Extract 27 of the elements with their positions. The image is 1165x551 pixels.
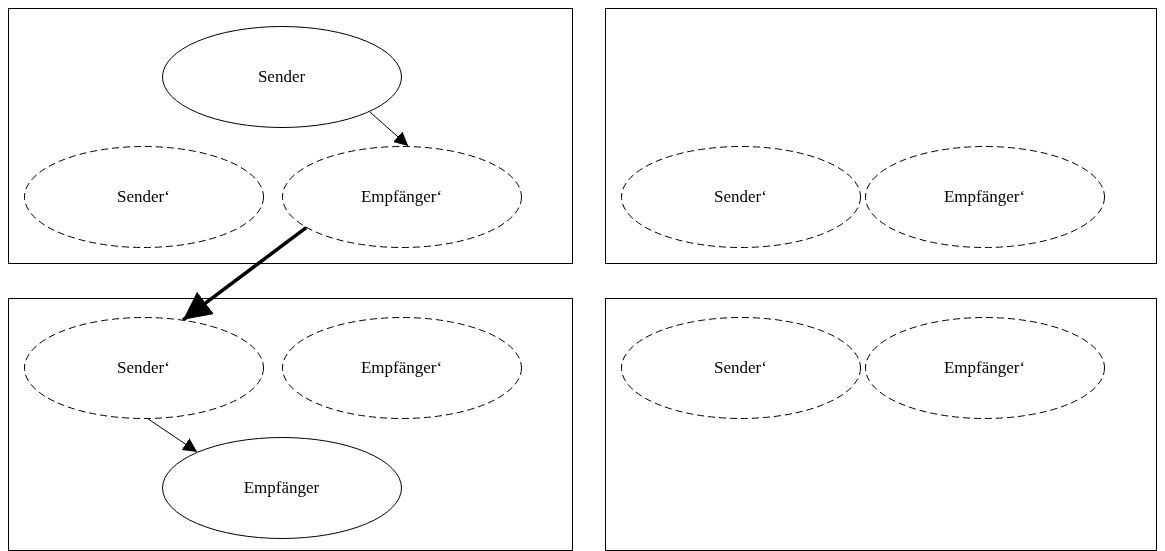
node-label: Sender‘ [117,186,170,207]
node-label: Empfänger‘ [360,186,443,207]
dashed-ellipse [23,145,264,248]
node-label: Empfänger‘ [360,357,443,378]
dashed-ellipse [620,316,861,419]
dashed-ellipse [620,145,861,248]
arrow [147,418,198,453]
node-label: Empfänger‘ [943,186,1026,207]
dashed-ellipse [864,145,1105,248]
panel-frame [605,8,1157,264]
node-label: Sender‘ [714,186,767,207]
dashed-ellipse [281,316,522,419]
panel-frame [8,298,573,551]
node-label: Empfänger [243,477,320,498]
dashed-ellipse [864,316,1105,419]
panel-frame [8,8,573,264]
ellipse [161,436,402,539]
dashed-ellipse [23,316,264,419]
arrow [182,226,308,322]
ellipse [161,25,402,128]
panel-frame [605,298,1157,551]
node-label: Sender‘ [117,357,170,378]
arrow [369,111,409,147]
node-label: Empfänger‘ [943,357,1026,378]
dashed-ellipse [281,145,522,248]
node-label: Sender [257,66,306,87]
node-label: Sender‘ [714,357,767,378]
